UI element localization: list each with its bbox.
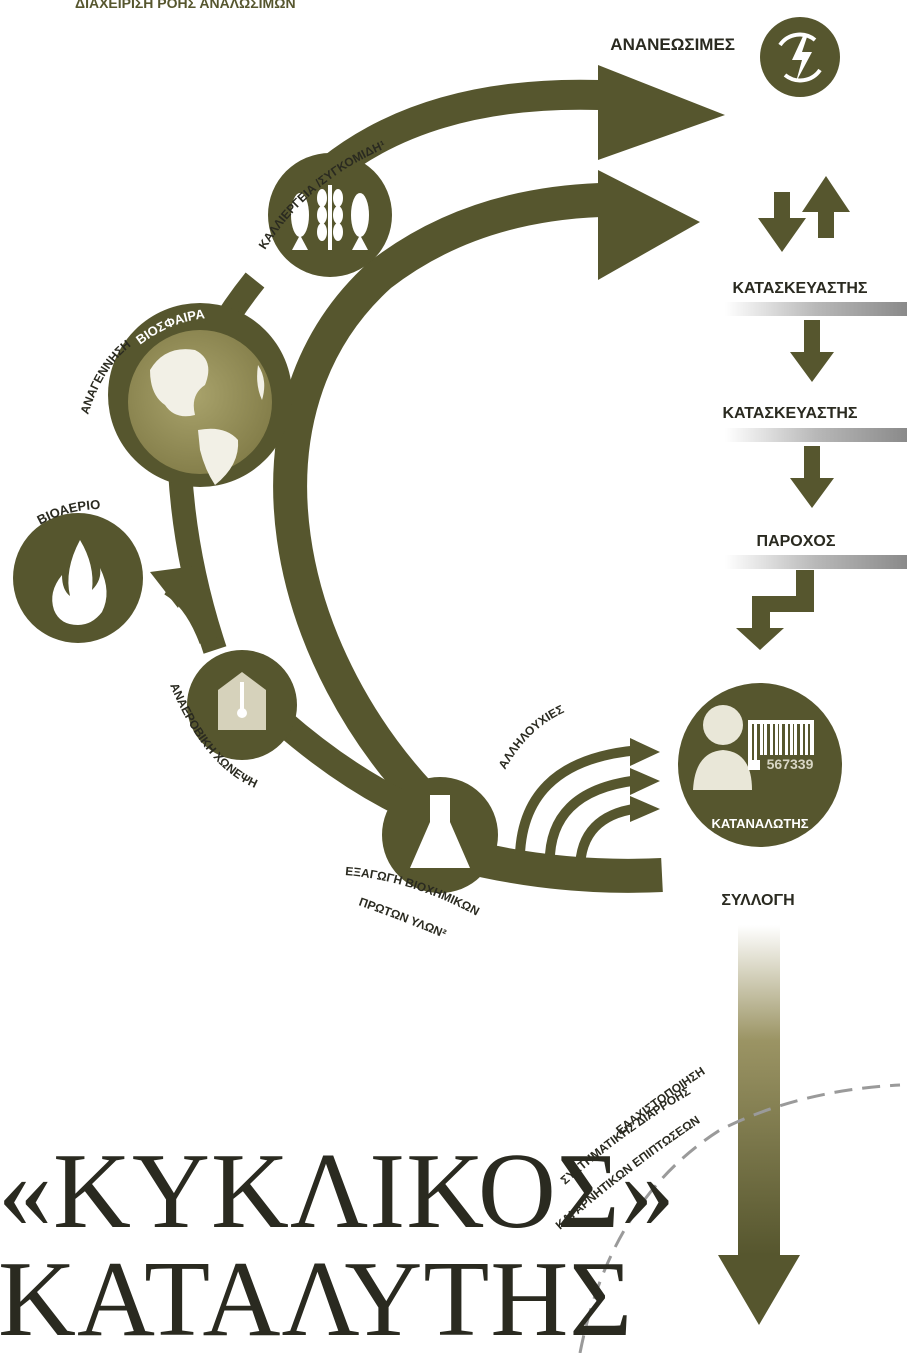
consumer-node: 567339 ΚΑΤΑΝΑΛΩΤΗΣ <box>678 683 842 847</box>
exchange-arrows-icon <box>758 176 850 252</box>
barcode-number: 567339 <box>767 756 814 772</box>
label-provider: ΠΑΡΟΧΟΣ <box>757 533 836 550</box>
flow-paths <box>150 65 725 893</box>
label-cascades: ΑΛΛΗΛΟΥΧΙΕΣ <box>496 702 566 771</box>
collection-arrow <box>718 925 800 1325</box>
arrow-to-manufacturer <box>598 170 700 280</box>
extraction-node <box>382 777 498 893</box>
cultivation-node <box>268 153 392 277</box>
fish-wheat-icon <box>291 185 369 250</box>
person-barcode-icon: 567339 <box>693 705 822 790</box>
renewable-energy-icon <box>778 32 822 83</box>
supply-chain-arrows <box>736 320 834 650</box>
label-extraction-2: ΠΡΩΤΩΝ ΥΛΩΝ² <box>357 895 448 941</box>
label-renewables: ΑΝΑΝΕΩΣΙΜΕΣ <box>610 35 735 54</box>
digester-icon <box>218 672 266 730</box>
anaerobic-node <box>187 650 297 760</box>
arrow-to-renewables <box>598 65 725 160</box>
biosphere-node: ΒΙΟΣΦΑΙΡΑ <box>108 303 292 487</box>
biogas-node <box>13 513 143 643</box>
label-collection: ΣΥΛΛΟΓΗ <box>721 892 794 909</box>
label-manufacturer-2: ΚΑΤΑΣΚΕΥΑΣΤΗΣ <box>722 405 857 422</box>
flame-icon <box>52 540 107 625</box>
header-subtitle: ΔΙΑΧΕΙΡΙΣΗ ΡΟΗΣ ΑΝΑΛΩΣΙΜΩΝ <box>75 0 296 11</box>
label-consumer: ΚΑΤΑΝΑΛΩΤΗΣ <box>711 816 808 831</box>
renewables-node <box>760 17 840 97</box>
globe-icon <box>128 330 272 474</box>
cascade-arcs <box>514 738 660 871</box>
boundary-dashed-line <box>578 1083 901 1353</box>
title-line-2: ΚΑΤΑΛΥΤΗΣ <box>0 1240 634 1359</box>
title-line-1: «ΚΥΚΛΙΚΟΣ» <box>0 1132 676 1251</box>
arrow-to-biogas <box>150 566 195 608</box>
shelves <box>725 302 907 569</box>
label-manufacturer-1: ΚΑΤΑΣΚΕΥΑΣΤΗΣ <box>732 280 867 297</box>
flask-icon <box>410 795 470 868</box>
